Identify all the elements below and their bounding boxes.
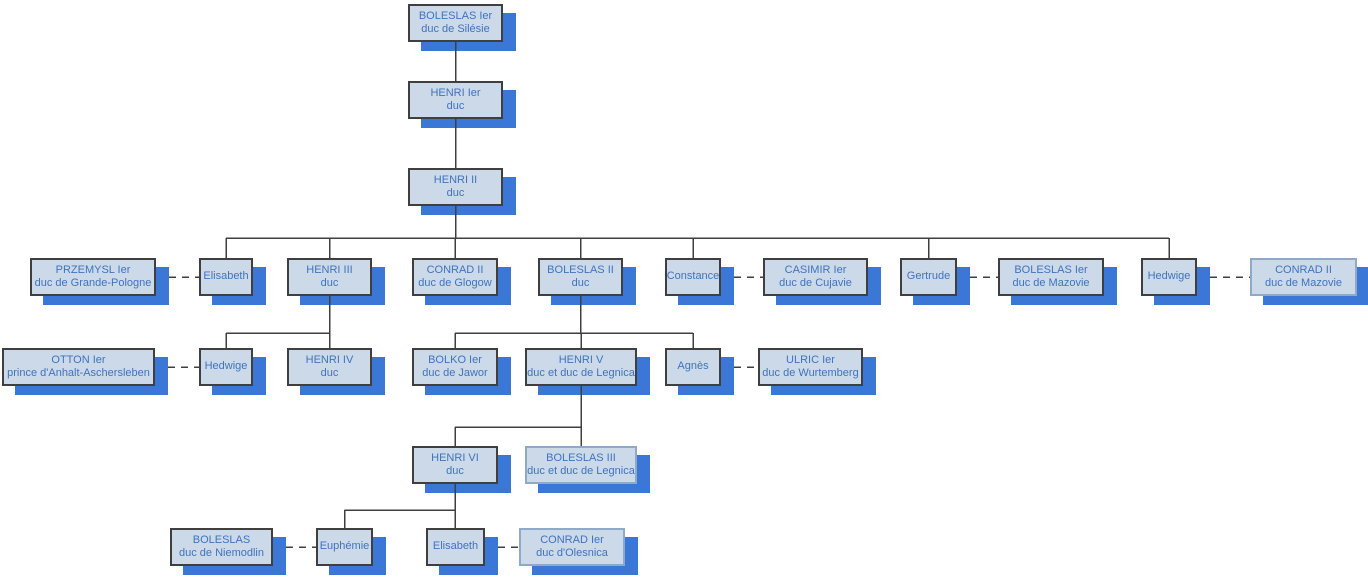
node-title: duc de Jawor [422,367,488,379]
node-elisabeth-2[interactable]: Elisabeth [426,528,485,566]
node-name: CONRAD II [426,263,484,276]
node-name: BOLESLAS II [547,263,614,276]
node-name: CONRAD Ier [540,533,604,546]
node-agnes[interactable]: Agnès [665,348,721,386]
node-name: CONRAD II [1275,263,1332,276]
node-name: HENRI IV [305,353,354,366]
node-name: BOLESLAS [192,533,251,546]
node-hedwige-1[interactable]: Hedwige [1141,258,1197,296]
node-name: PRZEMYSL Ier [55,263,131,276]
node-title: duc [571,277,590,289]
node-gertrude[interactable]: Gertrude [900,258,957,296]
node-name: Hedwige [1147,270,1191,283]
node-elisabeth-1[interactable]: Elisabeth [199,258,253,296]
node-title: duc de Niemodlin [179,547,264,559]
node-name: Constance [666,270,720,283]
node-name: HENRI V [558,353,604,366]
node-name: Hedwige [204,360,248,373]
node-title: duc de Glogow [418,277,492,289]
node-name: Agnès [677,360,709,373]
node-title: duc [320,277,339,289]
node-name: BOLESLAS Ier [1014,263,1088,276]
node-name: Elisabeth [203,270,249,283]
node-name: BOLESLAS Ier [418,9,493,22]
node-name: Gertrude [906,270,951,283]
node-name: HENRI VI [431,451,479,464]
node-title: duc de Mazovie [1012,277,1090,289]
node-name: BOLESLAS III [546,451,616,464]
node-name: HENRI II [433,173,478,186]
node-title: duc de Wurtemberg [762,367,859,379]
node-title: duc [446,187,465,199]
node-title: duc et duc de Legnica [527,465,635,477]
node-title: prince d'Anhalt-Aschersleben [7,367,150,379]
node-title: duc [446,100,465,112]
node-name: Euphémie [319,540,370,553]
node-title: duc de Grande-Pologne [34,277,152,289]
node-name: OTTON Ier [51,353,106,366]
node-euphemie[interactable]: Euphémie [316,528,373,566]
node-name: ULRIC Ier [786,353,835,366]
node-constance[interactable]: Constance [665,258,721,296]
node-title: duc et duc de Legnica [527,367,635,379]
node-title: duc de Cujavie [779,277,852,289]
node-name: CASIMIR Ier [784,263,847,276]
node-title: duc [446,465,464,477]
node-name: Elisabeth [432,540,479,553]
node-title: duc [320,367,339,379]
node-name: HENRI III [306,263,353,276]
node-name: BOLKO Ier [428,353,482,366]
node-title: duc de Mazovie [1264,277,1343,289]
node-title: duc de Silésie [421,23,490,35]
node-name: HENRI Ier [430,86,481,99]
node-title: duc d'Olesnica [536,547,608,559]
node-hedwige-2[interactable]: Hedwige [199,348,253,386]
